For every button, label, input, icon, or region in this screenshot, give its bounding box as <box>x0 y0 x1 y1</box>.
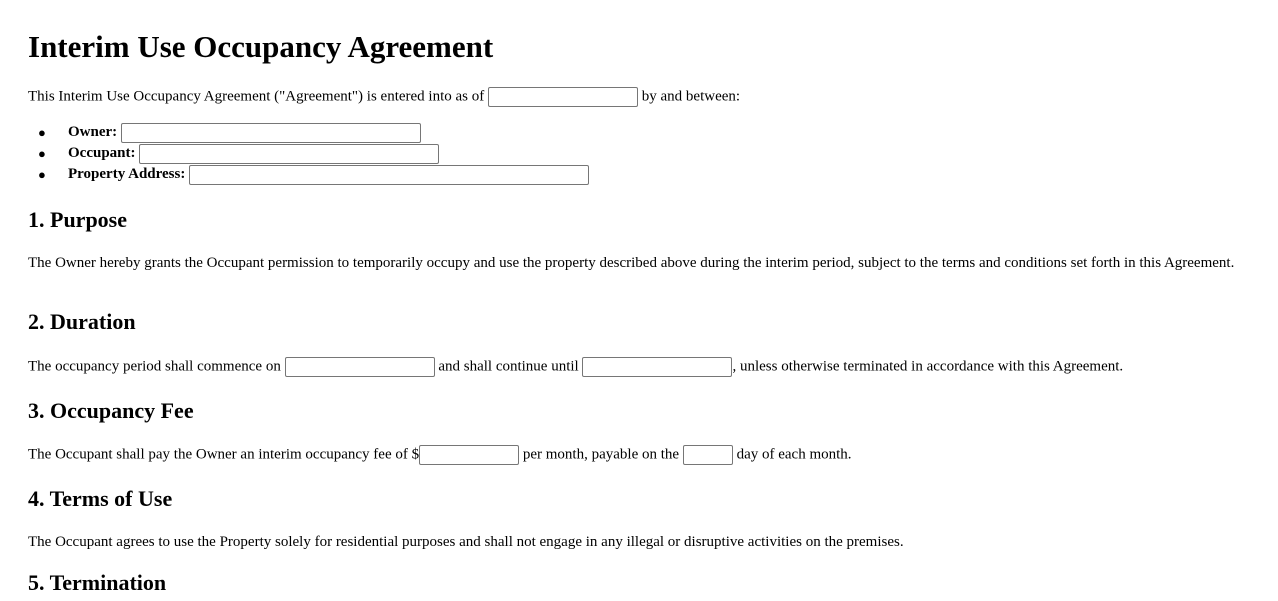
purpose-paragraph: The Owner hereby grants the Occupant per… <box>28 255 1235 271</box>
duration-text-1: The occupancy period shall commence on <box>28 358 281 375</box>
duration-text-2: and shall continue until <box>438 358 579 375</box>
end-date-input[interactable] <box>582 357 733 377</box>
intro-text-after: by and between: <box>641 88 741 105</box>
occupant-input[interactable] <box>139 143 440 164</box>
list-item-property-address: ● Property Address: <box>38 164 590 185</box>
occupant-label: Occupant: <box>68 145 136 161</box>
duration-paragraph: The occupancy period shall commence on a… <box>28 357 1123 377</box>
section-heading-terms-of-use: 4. Terms of Use <box>28 486 173 511</box>
intro-text-before: This Interim Use Occupancy Agreement ("A… <box>28 88 485 105</box>
section-heading-purpose: 1. Purpose <box>28 207 127 232</box>
property-address-label: Property Address: <box>68 166 186 182</box>
bullet-icon: ● <box>38 146 46 161</box>
section-heading-fee: 3. Occupancy Fee <box>28 398 194 423</box>
duration-text-3: , unless otherwise terminated in accorda… <box>732 358 1124 375</box>
fee-amount-input[interactable] <box>419 445 520 465</box>
fee-paragraph: The Occupant shall pay the Owner an inte… <box>28 445 852 465</box>
intro-paragraph: This Interim Use Occupancy Agreement ("A… <box>28 87 740 107</box>
list-item-occupant: ● Occupant: <box>38 143 589 164</box>
fee-text-2: per month, payable on the <box>522 446 680 463</box>
property-address-input[interactable] <box>189 164 590 185</box>
terms-paragraph: The Occupant agrees to use the Property … <box>28 534 904 550</box>
bullet-icon: ● <box>38 125 46 140</box>
section-heading-termination: 5. Termination <box>28 570 167 595</box>
owner-input[interactable] <box>120 122 421 143</box>
start-date-input[interactable] <box>284 357 435 377</box>
page-title: Interim Use Occupancy Agreement <box>28 29 494 64</box>
owner-label: Owner: <box>68 124 118 140</box>
list-item-owner: ● Owner: <box>38 122 589 143</box>
agreement-date-input[interactable] <box>488 87 639 107</box>
bullet-icon: ● <box>38 167 46 182</box>
parties-list: ● Owner: ● Occupant: ● Property Address: <box>38 122 590 185</box>
payment-day-input[interactable] <box>682 445 733 465</box>
section-heading-duration: 2. Duration <box>28 309 136 334</box>
fee-text-1: The Occupant shall pay the Owner an inte… <box>28 446 420 463</box>
fee-text-3: day of each month. <box>736 446 852 463</box>
